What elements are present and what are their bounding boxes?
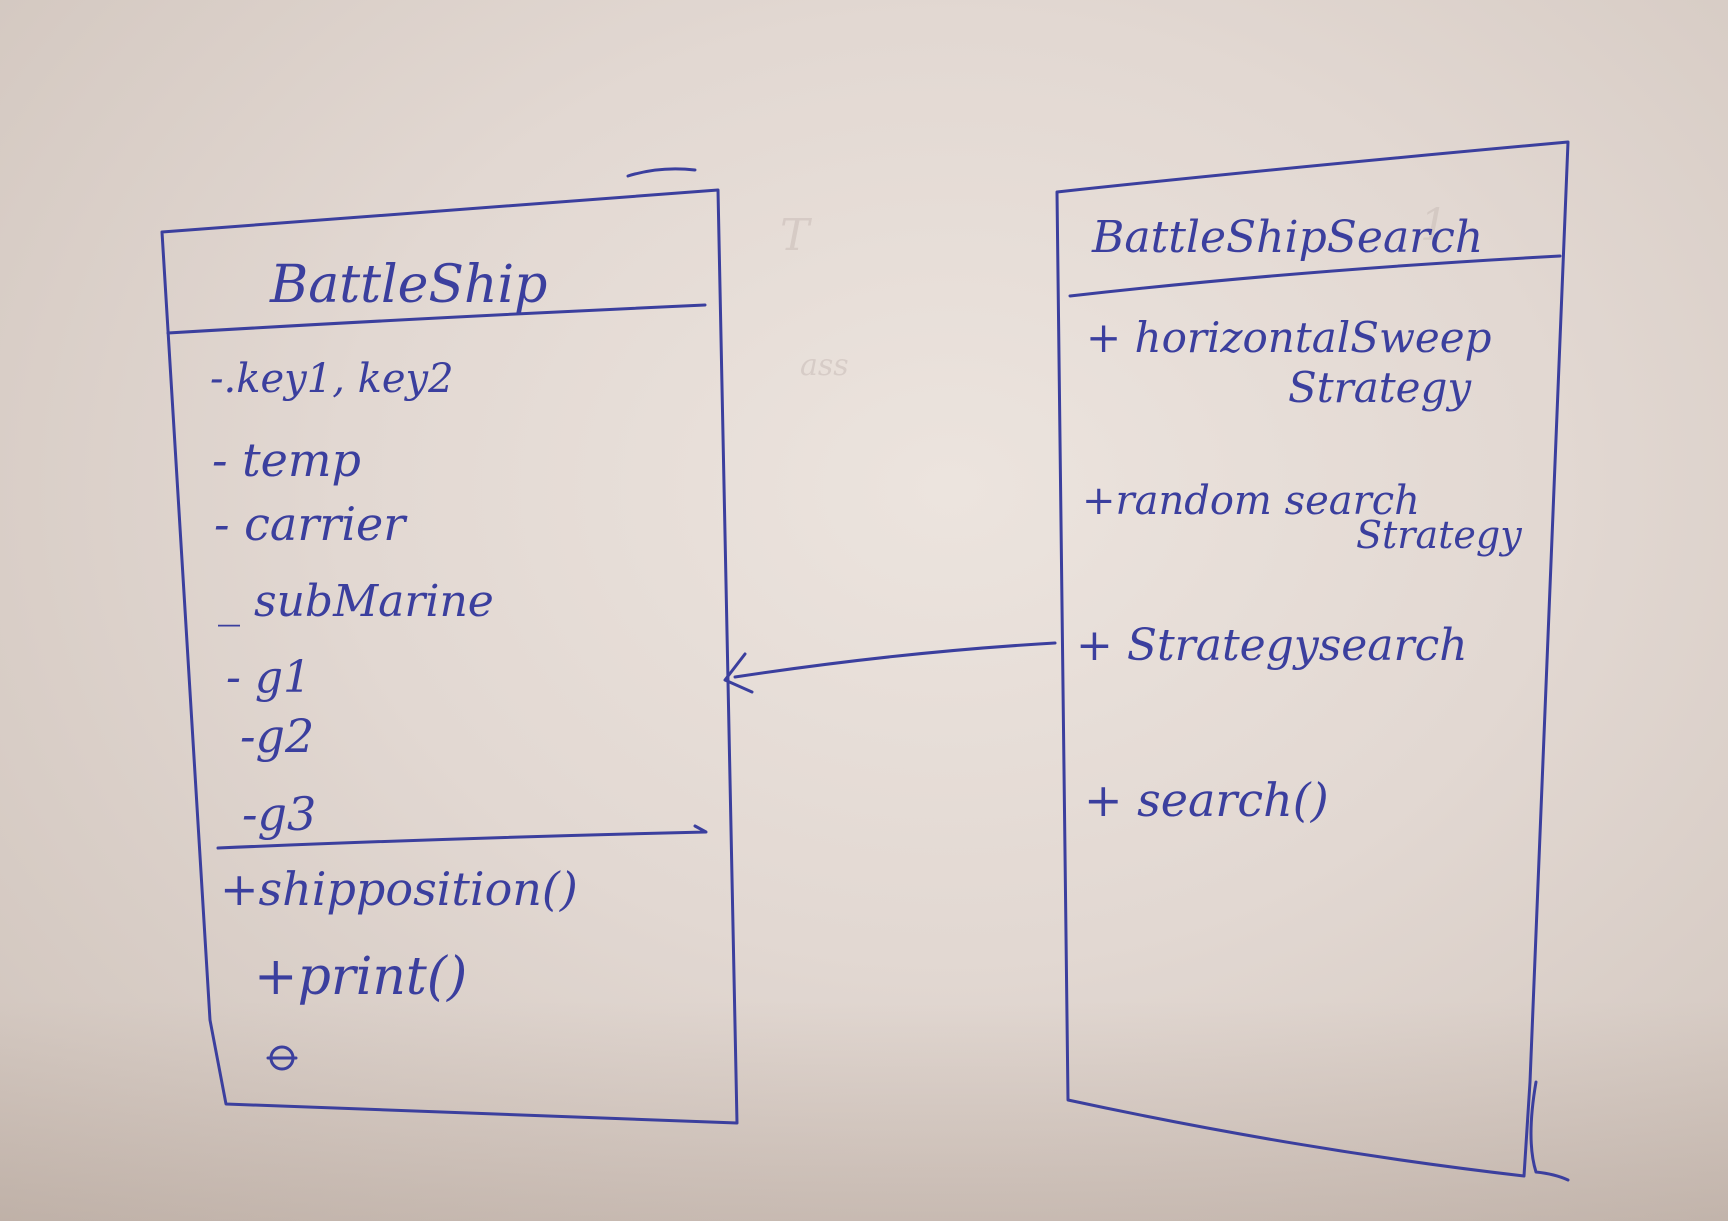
battleship-class-title: BattleShip bbox=[269, 255, 547, 315]
battleship-attribute-6: -g2 bbox=[240, 709, 314, 763]
battleship-attribute-1: -.key1, key2 bbox=[210, 356, 454, 402]
battleship-search-member-2: +random search bbox=[1082, 478, 1420, 524]
association-arrow bbox=[723, 641, 1057, 694]
battleship-box-outline bbox=[160, 188, 739, 1125]
battleship-search-member-1-cont: Strategy bbox=[1288, 363, 1472, 412]
svg-text:1: 1 bbox=[1420, 200, 1448, 251]
battleship-search-member-3: + Strategysearch bbox=[1076, 620, 1468, 671]
battleship-search-corner-flourish bbox=[1529, 1080, 1570, 1182]
svg-text:T: T bbox=[780, 210, 813, 261]
battleship-search-member-4: + search() bbox=[1084, 773, 1329, 827]
battleship-search-title-divider bbox=[1068, 254, 1562, 298]
battleship-title-divider bbox=[166, 303, 707, 335]
battleship-search-member-2-cont: Strategy bbox=[1356, 513, 1522, 557]
association-arrow-head bbox=[723, 652, 754, 694]
ink-dot-mark bbox=[266, 1045, 298, 1071]
battleship-search-member-1: + horizontalSweep bbox=[1086, 313, 1492, 362]
association-arrow-line bbox=[733, 641, 1057, 679]
battleship-class-box: BattleShip -.key1, key2 - temp - carrier… bbox=[160, 167, 739, 1125]
battleship-search-class-title: BattleShipSearch bbox=[1091, 212, 1483, 263]
battleship-attribute-2: - temp bbox=[212, 433, 361, 487]
battleship-method-2: +print() bbox=[254, 947, 467, 1007]
battleship-attribute-3: - carrier bbox=[214, 497, 408, 551]
battleship-attribute-5: - g1 bbox=[226, 652, 311, 703]
battleship-search-class-box: BattleShipSearch + horizontalSweep Strat… bbox=[1055, 140, 1570, 1182]
bleed-through-text: T 1 ass bbox=[780, 200, 1448, 383]
battleship-method-1: +shipposition() bbox=[220, 862, 578, 916]
battleship-attribute-7: -g3 bbox=[242, 787, 316, 841]
svg-text:ass: ass bbox=[800, 348, 849, 383]
battleship-methods-divider bbox=[216, 824, 708, 850]
paper-shadow bbox=[0, 1000, 1728, 1221]
battleship-top-flourish bbox=[626, 167, 697, 178]
battleship-search-box-outline bbox=[1055, 140, 1570, 1178]
battleship-attribute-4: _ subMarine bbox=[218, 576, 494, 627]
